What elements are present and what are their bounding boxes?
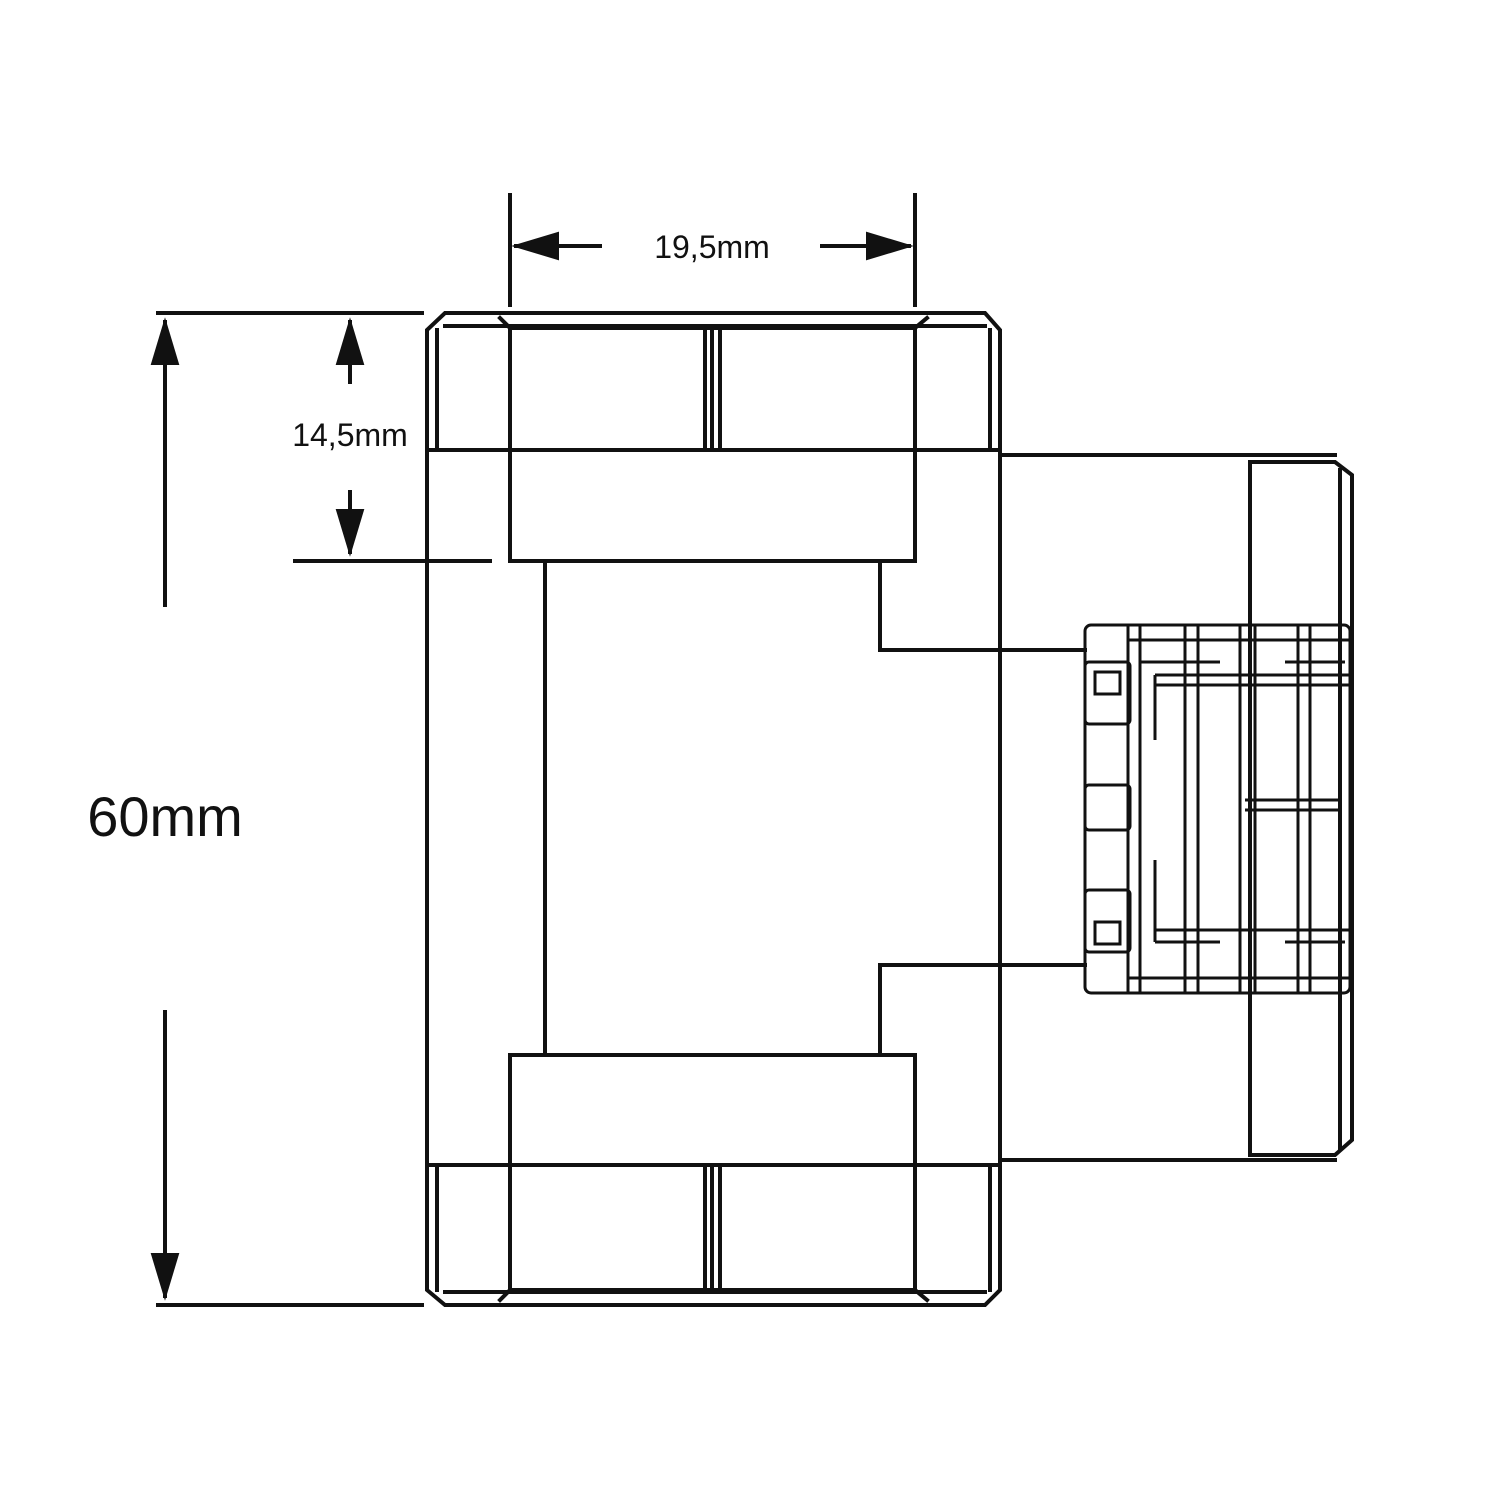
bottom-thread-bore: [508, 1053, 917, 1292]
top-thread-bore: [508, 326, 917, 563]
width-label: 19,5mm: [654, 229, 770, 265]
side-connector: [1083, 623, 1352, 995]
thread-depth-label: 14,5mm: [292, 417, 408, 453]
height-label: 60mm: [87, 785, 243, 848]
dimension-thread-depth: 14,5mm: [292, 317, 492, 563]
dimension-height: 60mm: [87, 311, 424, 1307]
central-passage: [543, 559, 1087, 1057]
dimension-width: 19,5mm: [508, 193, 917, 307]
